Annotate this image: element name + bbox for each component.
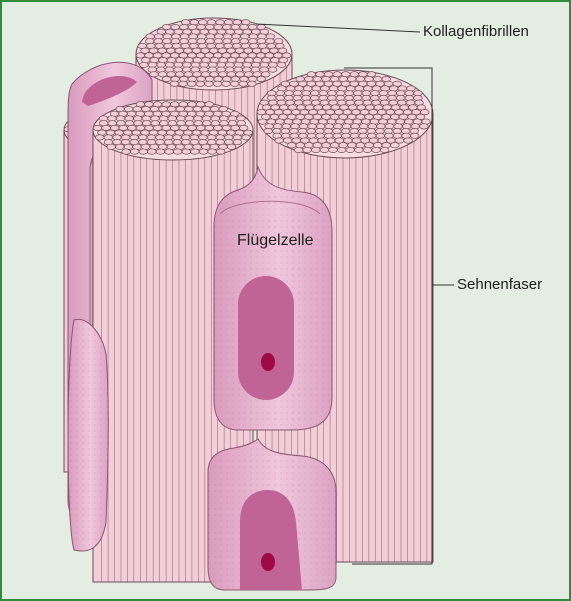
fibril-cross-section xyxy=(329,147,338,152)
fibril-cross-section xyxy=(196,81,205,86)
fibril-cross-section xyxy=(258,119,267,124)
fibril-cross-section xyxy=(199,149,208,154)
fibril-cross-section xyxy=(222,81,231,86)
fibril-cross-section xyxy=(205,81,214,86)
label-sehnenfaser: Sehnenfaser xyxy=(457,276,542,293)
fibril-cross-section xyxy=(230,81,239,86)
fibril-cross-section xyxy=(182,149,191,154)
fibril-cross-section xyxy=(150,72,159,77)
wing-cell-center xyxy=(214,167,332,430)
fibril-cross-section xyxy=(303,147,312,152)
fibril-cross-section xyxy=(363,147,372,152)
fibril-cross-section xyxy=(130,149,139,154)
fibril-cross-section xyxy=(346,147,355,152)
fibril-cross-section xyxy=(248,81,257,86)
fibril-cross-section xyxy=(107,144,116,149)
fibril-cross-section xyxy=(208,149,217,154)
wing-cell-lower-left xyxy=(68,319,108,551)
fibril-cross-section xyxy=(213,81,222,86)
fibril-cross-section xyxy=(287,143,296,148)
fibril-cross-section xyxy=(156,149,165,154)
cell-nucleus xyxy=(238,276,294,400)
fibril-cross-section xyxy=(191,149,200,154)
fibril-cross-section xyxy=(170,81,179,86)
fibril-cross-section xyxy=(187,81,196,86)
fibril-cross-section xyxy=(355,147,364,152)
fibril-cross-section xyxy=(380,147,389,152)
fibril-cross-section xyxy=(312,147,321,152)
fibril-cross-section xyxy=(268,67,277,72)
fibril-cross-section xyxy=(233,139,242,144)
fibril-cross-section xyxy=(242,135,251,140)
fibril-cross-section xyxy=(294,147,303,152)
fibril-cross-section xyxy=(372,147,381,152)
fibril-cross-section xyxy=(264,128,273,133)
leader-line-kollagen xyxy=(256,24,420,32)
fibril-cross-section xyxy=(148,149,157,154)
fibril-cross-section xyxy=(420,124,429,129)
fibril-cross-section xyxy=(277,62,286,67)
fibril-cross-section xyxy=(320,147,329,152)
wing-cell-bottom xyxy=(208,439,336,590)
fibril-cross-section xyxy=(95,135,104,140)
fibril-cross-section xyxy=(337,147,346,152)
fibril-cross-section xyxy=(227,144,236,149)
fibril-cross-section xyxy=(275,138,284,143)
fibril-cross-section xyxy=(140,62,149,67)
fibril-cross-section xyxy=(136,53,145,58)
nucleolus-bottom xyxy=(261,553,275,571)
label-fluegelzelle: Flügelzelle xyxy=(237,232,313,250)
nucleolus xyxy=(261,353,275,371)
fibril-cross-section xyxy=(404,138,413,143)
fibril-cross-section xyxy=(115,144,124,149)
label-kollagenfibrillen: Kollagenfibrillen xyxy=(423,23,529,40)
fibril-cross-section xyxy=(162,76,171,81)
fibril-cross-section xyxy=(122,149,131,154)
fibril-cross-section xyxy=(410,133,419,138)
fibril-cross-section xyxy=(257,76,266,81)
fibril-cross-section xyxy=(239,81,248,86)
fibril-cross-section xyxy=(173,149,182,154)
fibril-cross-section xyxy=(391,143,400,148)
fibril-cross-section xyxy=(165,149,174,154)
fibril-cross-section xyxy=(179,81,188,86)
fibril-cross-section xyxy=(216,149,225,154)
fibril-cross-section xyxy=(139,149,148,154)
